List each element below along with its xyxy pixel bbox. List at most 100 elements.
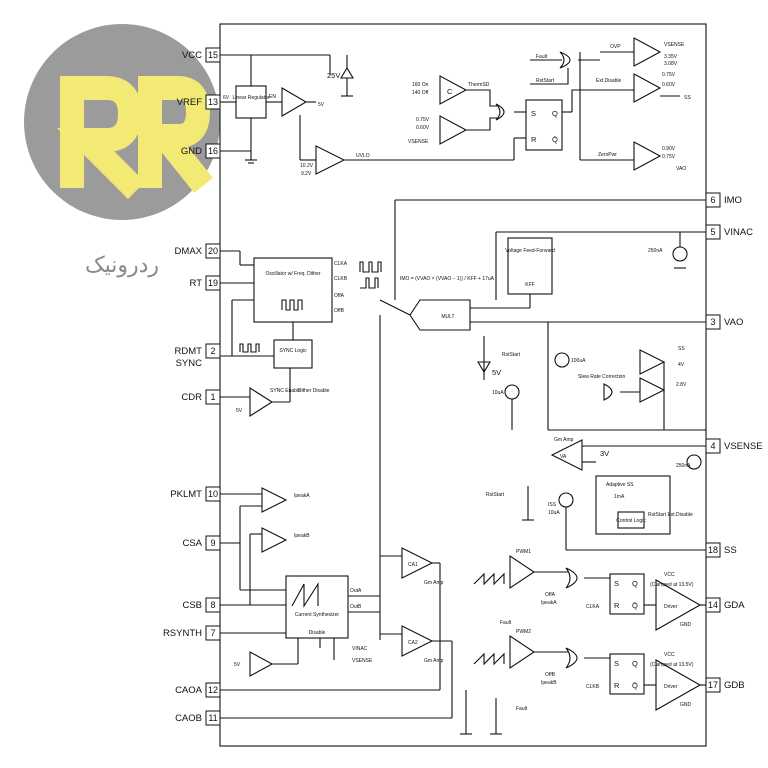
zener-label: 25V: [327, 71, 340, 80]
pin-number: 6: [710, 195, 715, 205]
pin-number: 18: [708, 545, 718, 555]
pin-number: 1: [210, 392, 215, 402]
pin-number: 4: [710, 441, 715, 451]
oscillator-label: Oscillator w/ Freq. Dither: [265, 271, 320, 277]
sr-latch-b: [609, 653, 645, 695]
driver-a-gnd-label: GND: [680, 622, 692, 628]
en-label: EN: [269, 94, 276, 100]
voltage-amp-section: VA Gm Amp 3V 100uA 10uA 5V RstStart SS 4…: [477, 322, 706, 471]
pin-box: [205, 343, 221, 359]
clka-label-latch: CLKA: [586, 604, 600, 610]
rsynth-5v-label: 5V: [234, 662, 241, 668]
sync-enable-label: SYNC Enable: [270, 388, 301, 394]
pin-ss: 18 SS: [705, 542, 737, 558]
adaptive-ss-label: Adaptive SS: [606, 482, 634, 488]
gmamp-label-va: Gm Amp: [554, 437, 574, 443]
driver-b-label: Driver: [664, 684, 678, 690]
v28-label: 2.8V: [676, 382, 687, 388]
ovp-v1-label: 3.35V: [664, 54, 678, 60]
linear-regulator-label: Linear Regulator: [233, 95, 270, 101]
company-logo: ردرونیک: [24, 24, 220, 278]
ovp-label: OVP: [610, 44, 621, 50]
i250-label: 250nA: [648, 248, 663, 254]
sawtooth-icon: [291, 582, 319, 608]
or-gate-fault-icon: [559, 51, 571, 69]
offb-label-osc: OffB: [334, 308, 345, 314]
latch-a-qb: Q̄: [632, 601, 638, 610]
pwm1-comparator-icon: [509, 554, 535, 590]
i10-label: 10uA: [492, 390, 504, 396]
slew-comp-2-icon: [639, 377, 666, 403]
therm-on-label: 160 On: [412, 82, 429, 88]
pwm2-comparator-icon: [509, 634, 535, 670]
pin-number: 15: [208, 50, 218, 60]
pin-name: VREF: [177, 97, 203, 108]
zp-v2-label: 0.75V: [662, 154, 676, 160]
pin-number: 16: [208, 146, 218, 156]
ramp2-icon: [473, 652, 505, 666]
fault-section: C 160 On 140 Off ThermSD 0.75V 0.60V VSE…: [408, 37, 691, 172]
pin-name: CDR: [181, 392, 202, 403]
fault-label: Fault: [536, 54, 548, 60]
uvlo-label: UVLO: [356, 153, 370, 159]
pwm-driver-section: CA1 Gm Amp CA2 Gm Amp PWM1 OffA IpeakA S…: [220, 299, 706, 735]
pin-name: SS: [724, 545, 737, 556]
ipeak-b-label: IpeakB: [294, 533, 310, 539]
voltage-ff-label: Voltage Feed-Forward: [505, 248, 555, 254]
restart-ss-label: RstStart: [486, 492, 505, 498]
offb-label-pwm: OffB: [545, 672, 556, 678]
multiplier-block: [409, 299, 471, 331]
voltage-amp-icon: [550, 439, 583, 471]
cdr-comparator-icon: [249, 386, 274, 418]
i100-label: 100uA: [571, 358, 586, 364]
pin-name: VAO: [724, 317, 743, 328]
latch-a-r: R: [614, 601, 620, 610]
ext-disable-label: Ext.Disable: [596, 78, 622, 84]
pin-name: DMAX: [175, 246, 203, 257]
multiplier-section: Voltage Feed-Forward KFF MULT IMO = (VVA…: [394, 199, 706, 331]
oscillator-block: [253, 257, 333, 323]
pin-name: CSB: [182, 600, 202, 611]
regulator-section: Linear Regulator 6V EN 5V 25V UVLO 10.2V…: [220, 54, 514, 177]
and-gate-icon: [603, 383, 613, 401]
pin-cdr: 1 CDR: [181, 389, 221, 405]
offa-label-pwm: OffA: [545, 592, 556, 598]
or-gate-a-icon: [565, 567, 578, 589]
restart-sw-label: RstStart: [502, 352, 521, 358]
pin-name: GND: [181, 146, 202, 157]
vsense-small-label: VSENSE: [408, 139, 429, 145]
driver-b-gnd-label: GND: [680, 702, 692, 708]
pin-name: CSA: [182, 538, 202, 549]
pin-name: RDMT: [175, 346, 203, 357]
v4-label: 4V: [678, 362, 685, 368]
zero-pwr-label: ZeroPwr: [598, 152, 617, 158]
slew-rate-label: Slew Rate Correction: [578, 374, 625, 380]
current-source-iss-icon: [558, 492, 574, 508]
thermal-c-symbol: C: [447, 87, 453, 96]
logo-persian-text: ردرونیک: [85, 252, 159, 278]
left-pins: 15VCC13VREF16GND20DMAX19RT2RDMTSYNC1CDR1…: [163, 47, 221, 726]
latch-s: S: [531, 109, 536, 118]
synth-vinac-label: VINAC: [352, 646, 368, 652]
fault-label-mid: Fault: [500, 620, 512, 626]
control-logic-block: [617, 511, 645, 529]
current-synth-section: Current Synthesizer Disable OutA OutB 5V…: [220, 575, 380, 677]
pwm1-label: PWM1: [516, 549, 531, 555]
ed-v2-label: 0.60V: [662, 82, 676, 88]
rsynth-comparator-icon: [249, 651, 274, 677]
pin-name: IMO: [724, 195, 742, 206]
ss-small-label: SS: [684, 95, 691, 101]
latch-qb: Q̄: [552, 135, 558, 144]
adaptive-ss-section: Adaptive SS Control Logic 1mA RstStart E…: [486, 475, 706, 551]
therm-off-label: 140 Off: [412, 90, 429, 96]
ca1-label: CA1: [408, 562, 418, 568]
zp-vao-label: VAO: [676, 166, 686, 172]
